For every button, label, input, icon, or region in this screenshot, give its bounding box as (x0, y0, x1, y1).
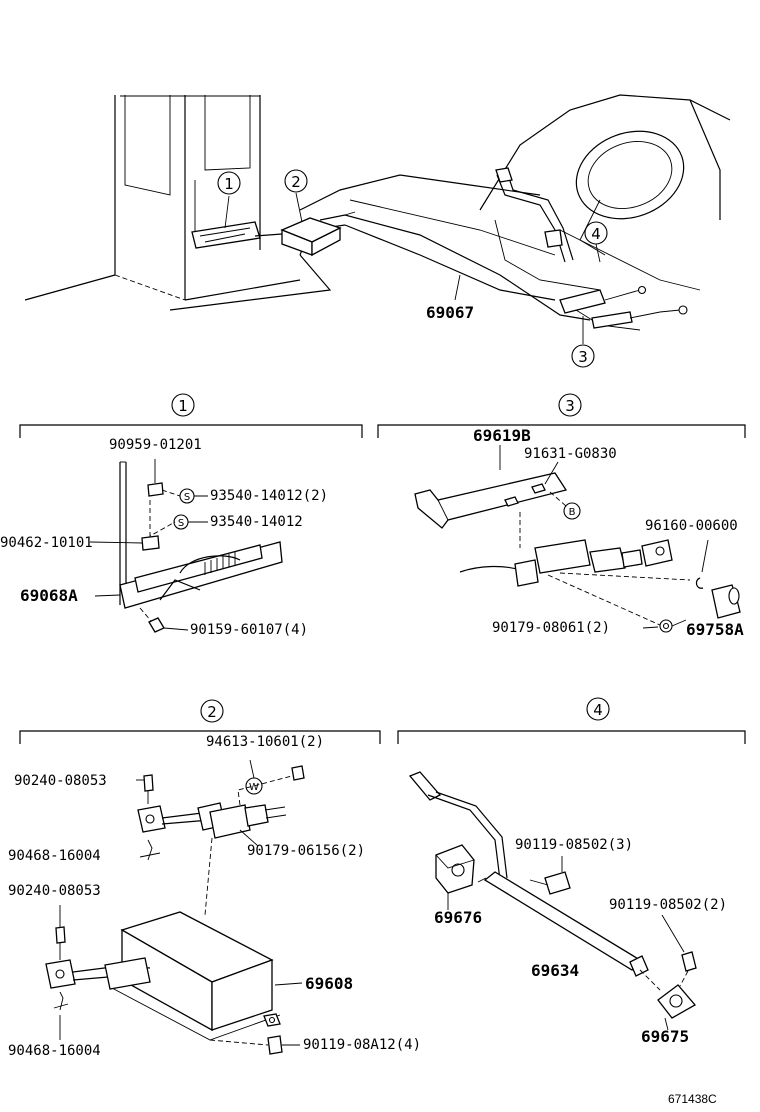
section-4-callout-circle (586, 697, 610, 721)
overview-callout-4: 4 (584, 221, 608, 245)
svg-text:S: S (184, 492, 190, 503)
part-label-90959-01201: 90959-01201 (109, 437, 202, 453)
callout-number: 2 (291, 173, 301, 191)
part-label-69068A: 69068A (20, 586, 78, 605)
section-4-number: 4 (593, 701, 603, 719)
part-label-94613-10601-2: 94613-10601(2) (206, 734, 324, 750)
part-label-93540-14012: 93540-14012 (210, 514, 303, 530)
part-label-90468-16004-b: 90468-16004 (8, 1043, 101, 1059)
svg-text:W: W (249, 782, 259, 793)
section-2-callout-circle (200, 699, 224, 723)
svg-text:B: B (569, 507, 576, 518)
section-1-bracket (19, 424, 363, 438)
part-label-90119-08502-3: 90119-08502(3) (515, 837, 633, 853)
part-label-90240-08053-a: 90240-08053 (14, 773, 107, 789)
part-label-69758A: 69758A (686, 620, 744, 639)
callout-number: 3 (578, 348, 588, 366)
part-label-69619B: 69619B (473, 426, 531, 445)
section-1: 1 90959-01201 93540-14012(2) 93540-14012… (0, 393, 363, 638)
svg-text:S: S (178, 518, 184, 529)
part-label-93540-14012-2: 93540-14012(2) (210, 488, 328, 504)
callout-number: 1 (224, 175, 234, 193)
overview-callout-1: 1 (217, 171, 241, 195)
part-label-90179-08061-2: 90179-08061(2) (492, 620, 610, 636)
part-label-90179-06156-2: 90179-06156(2) (247, 843, 365, 859)
part-label-90119-08A12-4: 90119-08A12(4) (303, 1037, 421, 1053)
part-label-69608: 69608 (305, 974, 353, 993)
callout-number: 4 (591, 225, 601, 243)
part-label-90462-10101: 90462-10101 (0, 535, 93, 551)
section-3-bracket (377, 424, 746, 438)
section-3-number: 3 (565, 397, 575, 415)
section-3-callout-circle (558, 393, 582, 417)
section-2: 2 94613-10601(2) 90240-08053 90468-16004… (8, 699, 421, 1059)
part-label-cable: 69067 (426, 303, 474, 322)
overview-callout-2: 2 (284, 169, 308, 193)
part-label-90240-08053-b: 90240-08053 (8, 883, 101, 899)
part-label-91631-G0830: 91631-G0830 (524, 446, 617, 462)
section-4: 4 90119-08502(3) 69676 90119-08502(2) 69… (397, 697, 746, 1046)
drawing-code: 671438C (668, 1092, 717, 1106)
overview-vehicle-view (24, 94, 731, 344)
section-3: 3 69619B 91631-G0830 96160-00600 90179-0… (377, 393, 746, 639)
part-label-90468-16004-a: 90468-16004 (8, 848, 101, 864)
section-1-number: 1 (178, 397, 188, 415)
section-2-number: 2 (207, 703, 217, 721)
section-4-bracket (397, 730, 746, 744)
overview-callout-3: 3 (571, 344, 595, 368)
b-symbol (563, 502, 581, 520)
part-label-96160-00600: 96160-00600 (645, 518, 738, 534)
part-label-69634: 69634 (531, 961, 579, 980)
part-label-69676: 69676 (434, 908, 482, 927)
section-2-bracket (19, 730, 381, 744)
part-label-69675: 69675 (641, 1027, 689, 1046)
part-label-90159-60107-4: 90159-60107(4) (190, 622, 308, 638)
section-1-callout-circle (171, 393, 195, 417)
part-label-90119-08502-2: 90119-08502(2) (609, 897, 727, 913)
